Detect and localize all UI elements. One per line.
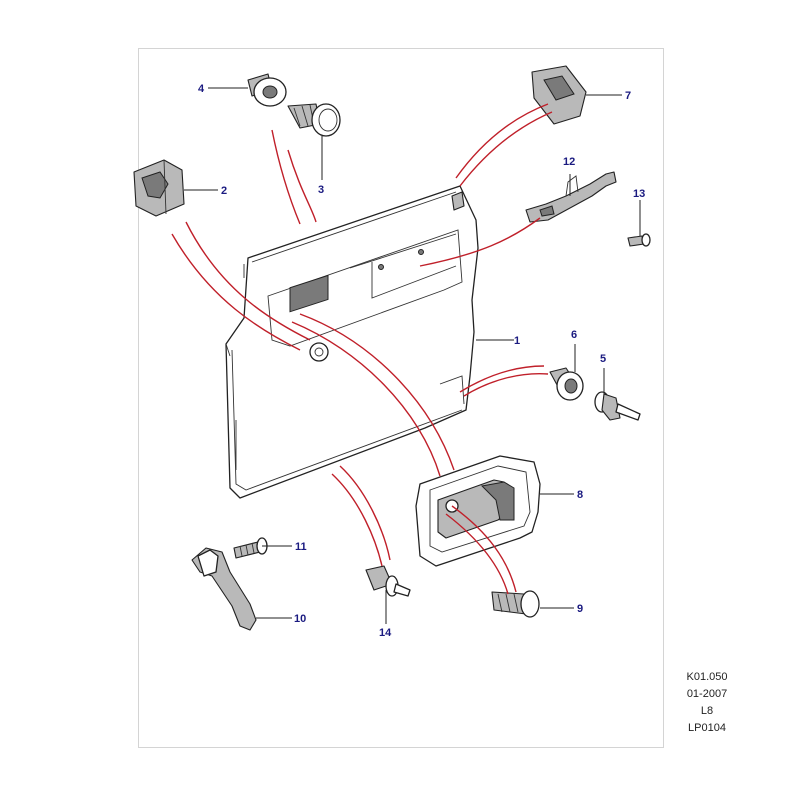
part-13-screw bbox=[627, 233, 651, 247]
callout-1: 1 bbox=[514, 335, 520, 347]
part-12-strap-bracket bbox=[525, 171, 617, 223]
callout-2: 2 bbox=[221, 185, 227, 197]
part-5-rivet bbox=[594, 391, 641, 421]
callout-12: 12 bbox=[563, 156, 575, 168]
callout-6: 6 bbox=[571, 329, 577, 341]
callout-8: 8 bbox=[577, 489, 583, 501]
callout-3: 3 bbox=[318, 184, 324, 196]
callout-14: 14 bbox=[379, 627, 392, 639]
callout-7: 7 bbox=[625, 90, 631, 102]
part-8-handle-surround bbox=[415, 455, 541, 567]
part-4-bush bbox=[247, 73, 287, 107]
leader-lines bbox=[184, 87, 641, 624]
part-14-push-rivet bbox=[365, 565, 411, 597]
callout-10: 10 bbox=[294, 613, 306, 625]
part-6-grommet bbox=[549, 367, 584, 401]
assembly-lines bbox=[171, 103, 553, 595]
part-3-push-fastener bbox=[287, 103, 341, 137]
callout-4: 4 bbox=[198, 83, 205, 95]
ref-section: L8 bbox=[700, 705, 714, 717]
callout-5: 5 bbox=[600, 353, 606, 365]
part-11-screw bbox=[233, 537, 268, 559]
ref-date: 01-2007 bbox=[686, 688, 728, 700]
part-10-bracket bbox=[191, 547, 257, 631]
callout-13: 13 bbox=[633, 188, 645, 200]
part-1-door-trim-panel bbox=[225, 185, 479, 499]
part-7-bezel bbox=[531, 65, 587, 125]
ref-code: K01.050 bbox=[686, 671, 728, 683]
part-9-screw bbox=[491, 590, 540, 618]
ref-plate: LP0104 bbox=[688, 722, 726, 734]
callout-11: 11 bbox=[295, 541, 307, 553]
callout-9: 9 bbox=[577, 603, 583, 615]
callout-numbers: 1 2 3 4 5 6 7 8 9 10 11 12 13 14 bbox=[198, 83, 645, 639]
part-2-clip-block bbox=[133, 159, 185, 217]
